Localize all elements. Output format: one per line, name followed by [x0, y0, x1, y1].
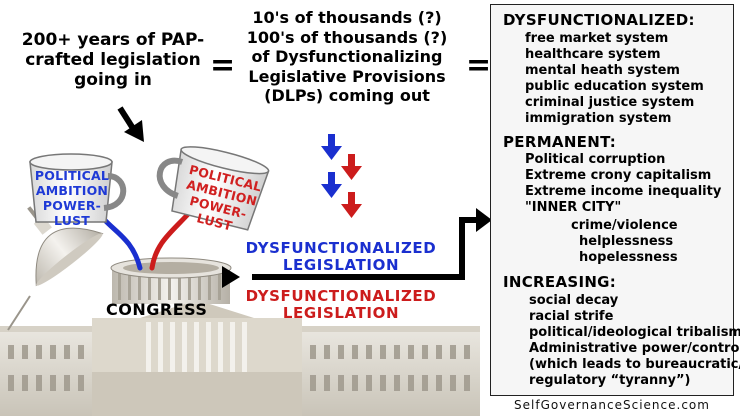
section-title-dysfunctionalized: DYSFUNCTIONALIZED: [503, 11, 695, 29]
red-legislation-label: DYSFUNCTIONALIZED LEGISLATION [236, 288, 446, 322]
left-header-line: 200+ years of PAP- [21, 30, 205, 50]
list-item: hopelessness [579, 250, 678, 265]
middle-header-line: 10's of thousands (?) [252, 8, 442, 27]
arrow-down-icon [117, 106, 144, 142]
left-header-line: crafted legislation [25, 50, 201, 70]
list-item: mental heath system [525, 63, 680, 78]
legislation-line: LEGISLATION [282, 304, 400, 322]
list-item: social decay [529, 293, 619, 308]
equals-sign: = [210, 48, 236, 83]
middle-header-line: 100's of thousands (?) [246, 27, 448, 47]
list-item: Extreme crony capitalism [525, 168, 712, 183]
list-item: healthcare system [525, 47, 661, 62]
list-item: criminal justice system [525, 95, 695, 110]
list-item: Political corruption [525, 152, 666, 167]
mug-label-line: POLITICAL [34, 168, 110, 183]
list-item: "INNER CITY" [525, 200, 622, 215]
left-mug-label: POLITICAL AMBITION POWER- LUST [34, 168, 110, 228]
list-item: immigration system [525, 111, 672, 126]
list-item: free market system [525, 31, 669, 46]
section-title-permanent: PERMANENT: [503, 133, 617, 151]
middle-header-line: (DLPs) coming out [264, 86, 430, 105]
mug-label-line: LUST [54, 213, 90, 228]
down-arrows-icon [321, 134, 362, 218]
site-credit: SelfGovernanceScience.com [514, 398, 710, 412]
legislation-line: DYSFUNCTIONALIZED [245, 239, 437, 257]
middle-header: 10's of thousands (?) 100's of thousands… [232, 8, 462, 106]
outcomes-panel: DYSFUNCTIONALIZED: free market system he… [490, 4, 740, 396]
middle-header-line: Legislative Provisions [248, 66, 446, 86]
congress-label: CONGRESS [106, 300, 208, 319]
list-item: political/ideological tribalism [529, 325, 740, 340]
list-item: racial strife [529, 309, 614, 324]
list-item: crime/violence [571, 218, 678, 233]
list-item: regulatory “tyranny”) [529, 373, 691, 388]
blue-legislation-label: DYSFUNCTIONALIZED LEGISLATION [236, 240, 446, 274]
list-item: Extreme income inequality [525, 184, 722, 199]
mug-label-line: AMBITION [35, 183, 109, 198]
left-header-line: going in [74, 70, 152, 90]
left-mug [29, 153, 127, 223]
right-mug [156, 146, 270, 231]
legislation-line: LEGISLATION [282, 256, 400, 274]
left-header: 200+ years of PAP- crafted legislation g… [8, 30, 218, 90]
capitol-building [0, 206, 480, 416]
red-stream [149, 209, 193, 271]
mug-label-line: POWER- [42, 198, 102, 213]
list-item: helplessness [579, 234, 674, 249]
list-item: (which leads to bureaucratic/ [529, 357, 740, 372]
equals-sign: = [466, 48, 492, 83]
middle-header-line: of Dysfunctionalizing [251, 47, 443, 66]
flow-arrow-icon [222, 208, 492, 288]
list-item: public education system [525, 79, 704, 94]
list-item: Administrative power/control [529, 341, 740, 356]
section-title-increasing: INCREASING: [503, 273, 617, 291]
legislation-line: DYSFUNCTIONALIZED [245, 287, 437, 305]
